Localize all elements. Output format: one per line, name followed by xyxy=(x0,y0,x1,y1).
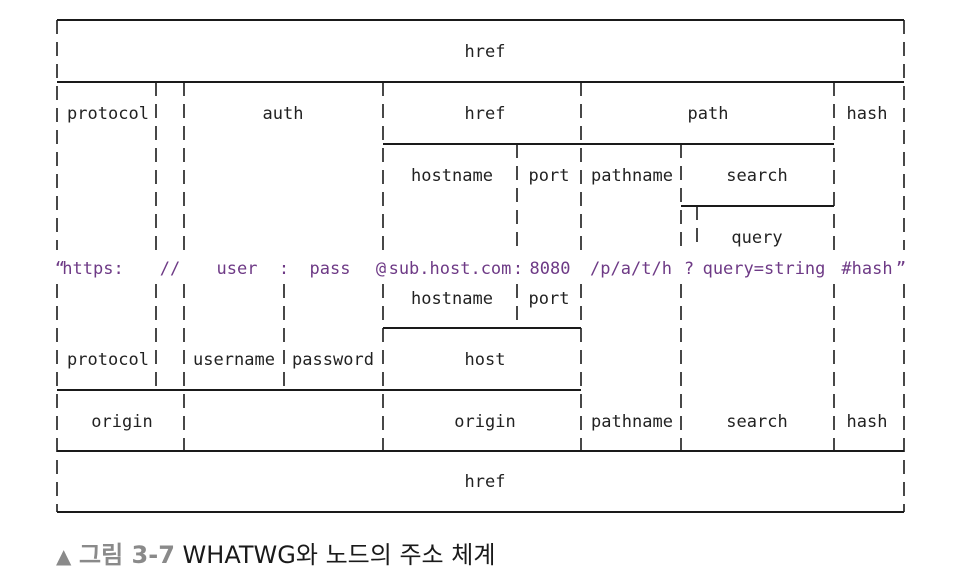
url-slashes: // xyxy=(160,259,180,279)
label-host: host xyxy=(465,350,506,370)
url-path: /p/a/t/h xyxy=(590,259,672,279)
url-at: @ xyxy=(376,259,386,279)
label-protocol-lower: protocol xyxy=(67,350,149,370)
label-hostname: hostname xyxy=(411,166,493,186)
url-string: “ https: // user : pass @ sub.host.com :… xyxy=(55,259,906,279)
label-search: search xyxy=(726,166,787,186)
label-query: query xyxy=(731,228,782,248)
label-origin-right: origin xyxy=(454,412,515,432)
label-origin-left: origin xyxy=(91,412,152,432)
url-structure-diagram: href protocol auth href path hash hostna… xyxy=(55,19,906,513)
label-protocol: protocol xyxy=(67,104,149,124)
label-hash: hash xyxy=(847,104,888,124)
label-username: username xyxy=(193,350,275,370)
label-path: path xyxy=(688,104,729,124)
label-pathname: pathname xyxy=(591,166,673,186)
label-pathname-lower: pathname xyxy=(591,412,673,432)
url-open-quote: “ xyxy=(55,259,65,279)
url-port: 8080 xyxy=(530,259,571,279)
url-query: query=string xyxy=(703,259,826,279)
label-href-bottom: href xyxy=(465,472,506,492)
label-hash-lower: hash xyxy=(847,412,888,432)
url-qmark: ? xyxy=(684,259,694,279)
label-auth: auth xyxy=(263,104,304,124)
label-password: password xyxy=(292,350,374,370)
label-href-top: href xyxy=(465,42,506,62)
url-close-quote: ” xyxy=(896,259,906,279)
url-hash: #hash xyxy=(841,259,892,279)
label-search-lower: search xyxy=(726,412,787,432)
url-colon: : xyxy=(279,259,289,279)
url-pass: pass xyxy=(310,259,351,279)
label-port: port xyxy=(529,166,570,186)
label-hostname-lower: hostname xyxy=(411,289,493,309)
url-port-colon: : xyxy=(513,259,523,279)
url-user: user xyxy=(217,259,258,279)
vertical-dividers xyxy=(56,20,905,512)
label-port-lower: port xyxy=(529,289,570,309)
figure-caption: ▲ 그림 3-7 WHATWG와 노드의 주소 체계 xyxy=(56,535,495,570)
figure-number: 그림 3-7 xyxy=(79,541,175,569)
triangle-marker-icon: ▲ xyxy=(56,544,72,568)
horizontal-lines xyxy=(57,19,904,513)
url-scheme: https: xyxy=(62,259,123,279)
figure-title: WHATWG와 노드의 주소 체계 xyxy=(182,541,496,569)
label-href-host: href xyxy=(465,104,506,124)
url-host: sub.host.com xyxy=(389,259,512,279)
